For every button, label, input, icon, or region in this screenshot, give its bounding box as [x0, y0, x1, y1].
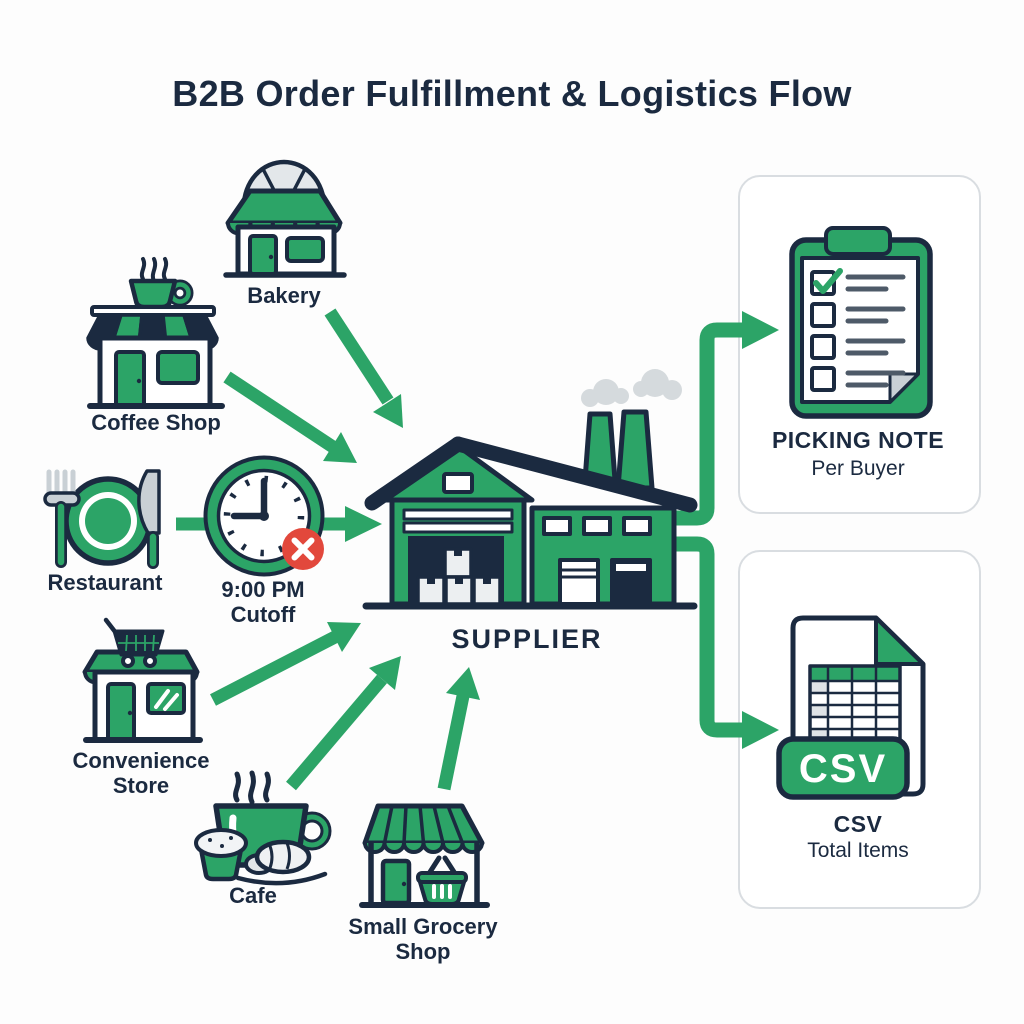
- arrow-supplier-to-csv: [666, 536, 779, 749]
- fork-icon: [43, 469, 81, 568]
- coffee-shop-storefront-icon: [86, 257, 225, 409]
- arrow-cafe-to-supplier: [286, 656, 401, 791]
- small-grocery-shop-label: Small Grocery Shop: [348, 914, 498, 964]
- checkbox-empty: [810, 302, 836, 328]
- steam-icon: [139, 257, 169, 283]
- spreadsheet-grid: [808, 664, 902, 743]
- bakery-label: Bakery: [247, 283, 321, 308]
- supplier-label: SUPPLIER: [451, 624, 603, 654]
- checkbox-empty: [810, 334, 836, 360]
- clock-ticks: [223, 475, 305, 557]
- muffin-icon: [194, 828, 248, 882]
- convenience-store-label: Convenience Store: [72, 748, 210, 798]
- cutoff-clock-icon: [203, 455, 325, 577]
- shopping-cart-icon: [103, 617, 165, 668]
- bakery-storefront-icon: [223, 159, 347, 278]
- coffee-cup-icon: [128, 278, 178, 310]
- checkbox-empty: [810, 366, 836, 392]
- arrow-bakery-to-supplier: [324, 308, 403, 428]
- cafe-cup-pastries-icon: [194, 770, 332, 886]
- cutoff-label-group: 9:00 PM Cutoff: [221, 577, 305, 627]
- x-cross-badge-icon: [282, 528, 324, 570]
- knife-icon: [137, 469, 161, 569]
- csv-subtitle: Total Items: [807, 839, 909, 862]
- small-grocery-shop-storefront-icon: [359, 803, 490, 908]
- bread-icon: [235, 839, 328, 886]
- csv-badge: [776, 736, 910, 800]
- csv-title: CSV: [833, 811, 883, 837]
- shopping-basket-icon: [416, 855, 468, 906]
- coffee-shop-label: Coffee Shop: [91, 410, 221, 435]
- cutoff-word: Cutoff: [230, 601, 296, 627]
- cutoff-time: 9:00 PM: [221, 577, 305, 602]
- restaurant-plate-icon: [43, 469, 161, 569]
- chimney-icon: [582, 411, 618, 483]
- picking-note-clipboard-icon: [789, 226, 933, 419]
- checklist-lines: [845, 274, 906, 388]
- arrow-supplier-to-picking-note: [666, 311, 779, 526]
- csv-file-icon: CSV: [776, 615, 926, 800]
- arrow-coffee-shop-to-supplier: [223, 371, 357, 463]
- arrow-grocery-to-supplier: [437, 667, 480, 791]
- picking-note-title: PICKING NOTE: [771, 427, 945, 453]
- convenience-store-storefront-icon: [82, 617, 203, 743]
- cafe-label: Cafe: [229, 883, 277, 908]
- picking-note-subtitle: Per Buyer: [811, 457, 905, 480]
- checkmark-icon: [813, 268, 843, 294]
- supplier-warehouse-factory-icon: [362, 369, 698, 610]
- steam-icon: [233, 770, 271, 805]
- restaurant-label: Restaurant: [47, 570, 163, 595]
- chimney-icon: [615, 409, 655, 491]
- diagram-title: B2B Order Fulfillment & Logistics Flow: [172, 73, 852, 114]
- csv-badge-text: CSV: [799, 747, 887, 791]
- arrow-convenience-store-to-supplier: [210, 622, 361, 706]
- smoke-icon: [581, 369, 682, 407]
